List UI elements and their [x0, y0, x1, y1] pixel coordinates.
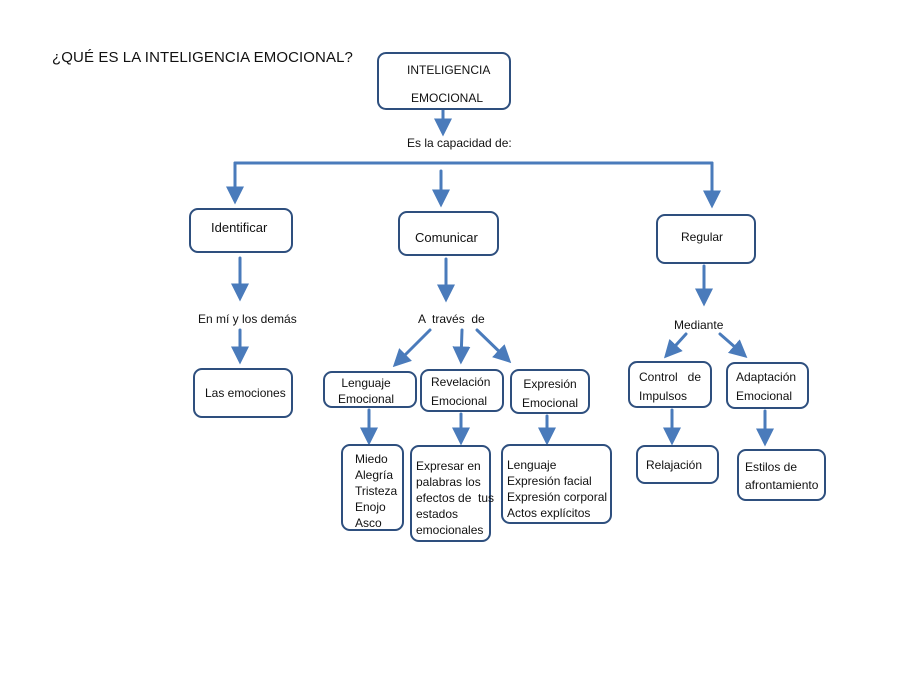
lenguaje-detail-text: Miedo Alegría Tristeza Enojo Asco [355, 452, 398, 530]
node-expresion-detail: Lenguaje Expresión facial Expresión corp… [501, 444, 612, 524]
root-line-1: INTELIGENCIA [407, 63, 491, 77]
arrow-to-lenguaje [392, 328, 432, 368]
control-impulsos-label: Control de Impulsos [639, 370, 702, 403]
estilos-afrontamiento-label: Estilos de afrontamiento [745, 460, 819, 492]
node-control-impulsos: Control de Impulsos [628, 361, 712, 408]
revelacion-detail-text: Expresar en palabras los efectos de tus … [416, 459, 495, 537]
arrow-to-control [663, 332, 688, 359]
root-line-2: EMOCIONAL [411, 91, 484, 105]
arrow-to-expresion [475, 328, 512, 364]
arrow-to-adaptacion [718, 332, 748, 358]
node-inteligencia-emocional: INTELIGENCIA EMOCIONAL [377, 52, 511, 110]
relajacion-label: Relajación [646, 458, 703, 472]
comunicar-label: Comunicar [415, 230, 478, 245]
expresion-emocional-label: Expresión Emocional [522, 377, 579, 410]
node-lenguaje-emocional: Lenguaje Emocional [323, 371, 417, 408]
las-emociones-label: Las emociones [205, 386, 286, 400]
node-revelacion-emocional: Revelación Emocional [420, 369, 504, 412]
node-comunicar: Comunicar [398, 211, 499, 256]
node-estilos-afrontamiento: Estilos de afrontamiento [737, 449, 826, 501]
node-relajacion: Relajación [636, 445, 719, 484]
revelacion-emocional-label: Revelación Emocional [431, 375, 491, 408]
comunicar-connector-label: A través de [418, 312, 485, 326]
node-las-emociones: Las emociones [193, 368, 293, 418]
lenguaje-emocional-label: Lenguaje Emocional [338, 376, 395, 406]
node-expresion-emocional: Expresión Emocional [510, 369, 590, 414]
page-title: ¿QUÉ ES LA INTELIGENCIA EMOCIONAL? [52, 49, 353, 66]
node-lenguaje-detail: Miedo Alegría Tristeza Enojo Asco [341, 444, 404, 531]
regular-connector-label: Mediante [674, 318, 724, 332]
identificar-connector-label: En mí y los demás [198, 312, 297, 326]
regular-label: Regular [681, 230, 724, 244]
adaptacion-emocional-label: Adaptación Emocional [736, 370, 797, 403]
node-regular: Regular [656, 214, 756, 264]
root-connector-label: Es la capacidad de: [407, 136, 512, 150]
node-revelacion-detail: Expresar en palabras los efectos de tus … [410, 445, 495, 542]
arrow-to-revelacion [452, 328, 471, 365]
node-identificar: Identificar [189, 208, 293, 253]
identificar-label: Identificar [211, 220, 268, 235]
expresion-detail-text: Lenguaje Expresión facial Expresión corp… [507, 458, 608, 520]
node-adaptacion-emocional: Adaptación Emocional [726, 362, 809, 409]
